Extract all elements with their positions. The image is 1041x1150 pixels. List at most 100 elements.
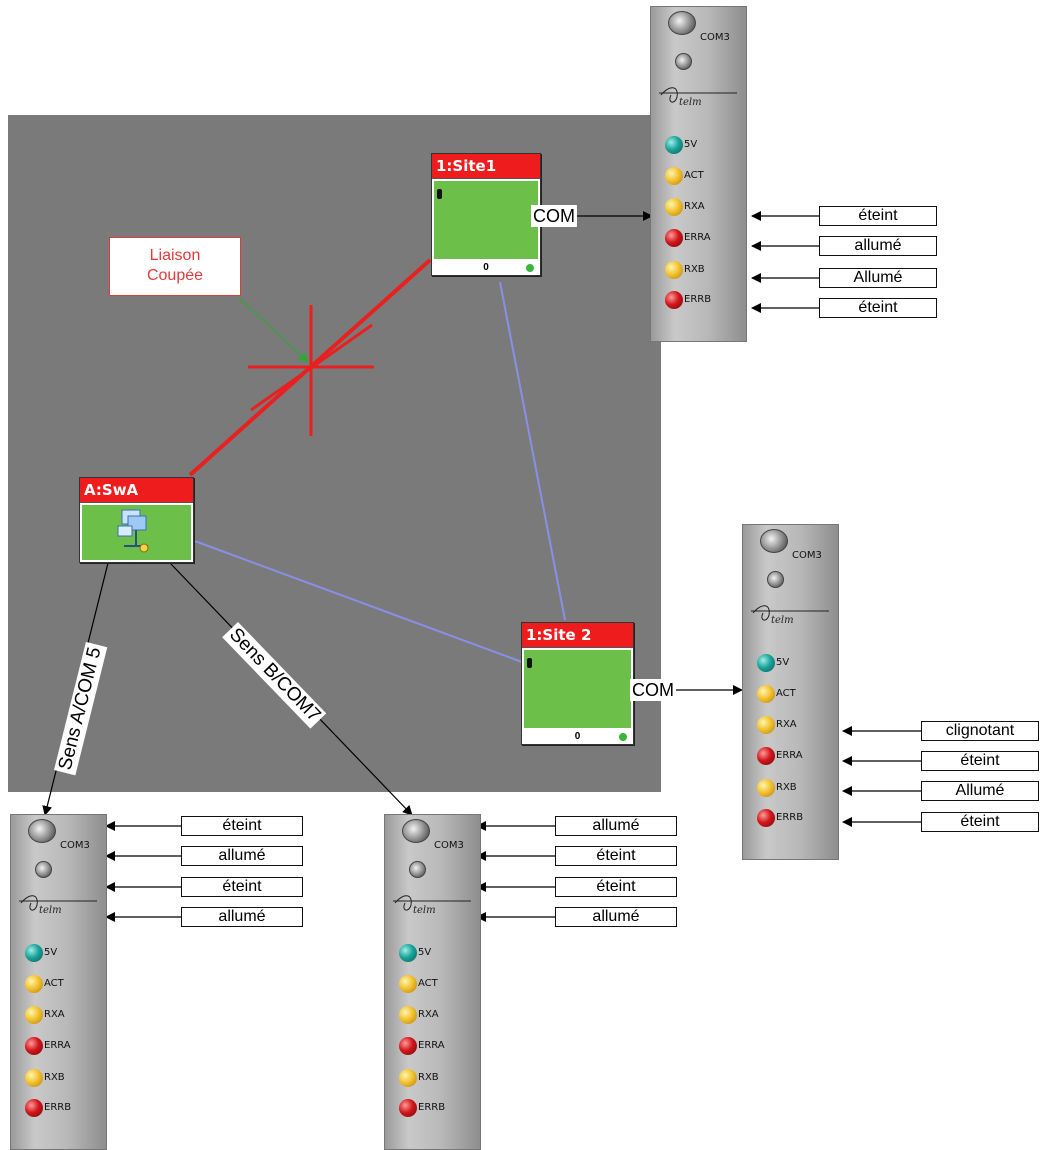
led-label: RXB — [418, 1072, 439, 1083]
led-label: ACT — [776, 688, 796, 699]
status-box-site1-rxb: Allumé — [819, 268, 937, 288]
led-label: ERRA — [418, 1040, 445, 1051]
led-label: 5V — [684, 139, 698, 150]
module-title: COM3 — [60, 840, 90, 851]
knob-icon — [409, 861, 426, 878]
status-box-site2-rxa: clignotant — [921, 721, 1039, 741]
screw-icon — [28, 819, 56, 843]
led-rxb-icon — [25, 1069, 43, 1087]
node-site2[interactable]: 1:Site 2 0 — [521, 622, 634, 745]
cut-link-annotation: Liaison Coupée — [109, 237, 241, 296]
led-label: ERRB — [418, 1102, 446, 1113]
node-site2-title: 1:Site 2 — [522, 623, 633, 648]
node-marker — [437, 189, 442, 199]
status-box-sens-a-rxa: éteint — [181, 816, 303, 836]
led-5v-icon — [25, 944, 43, 962]
com-label-site1: COM — [531, 205, 577, 227]
status-box-sens-b-erra: éteint — [555, 846, 677, 866]
led-label: 5V — [776, 657, 790, 668]
status-box-site2-errb: éteint — [921, 812, 1039, 832]
knob-icon — [675, 53, 692, 70]
led-rxa-icon — [665, 198, 683, 216]
annotation-arrow — [237, 296, 309, 363]
led-rxb-icon — [665, 261, 683, 279]
led-rxa-icon — [757, 716, 775, 734]
svg-text:telm: telm — [679, 97, 702, 107]
status-box-site1-errb: éteint — [819, 298, 937, 318]
svg-text:telm: telm — [771, 615, 794, 625]
led-label: ERRA — [44, 1040, 71, 1051]
led-errb-icon — [665, 291, 683, 309]
com-label-site2: COM — [630, 679, 676, 701]
led-rxb-icon — [399, 1069, 417, 1087]
svg-text:telm: telm — [39, 905, 62, 915]
led-act-icon — [757, 685, 775, 703]
status-box-sens-a-rxb: éteint — [181, 877, 303, 897]
led-label: ERRB — [684, 294, 712, 305]
node-switch-title: A:SwA — [80, 478, 193, 503]
led-label: RXB — [44, 1072, 65, 1083]
led-label: ERRA — [684, 232, 711, 243]
node-site1-body — [434, 181, 538, 259]
module-title: COM3 — [792, 550, 822, 561]
led-erra-icon — [399, 1037, 417, 1055]
led-label: 5V — [44, 947, 58, 958]
led-act-icon — [399, 975, 417, 993]
node-site2-body — [524, 650, 631, 728]
led-label: ERRB — [44, 1102, 72, 1113]
led-errb-icon — [399, 1099, 417, 1117]
status-arrows-site2 — [842, 726, 922, 827]
led-erra-icon — [665, 229, 683, 247]
led-5v-icon — [757, 654, 775, 672]
led-label: ACT — [684, 170, 704, 181]
led-label: ERRA — [776, 750, 803, 761]
led-errb-icon — [25, 1099, 43, 1117]
led-rxa-icon — [399, 1006, 417, 1024]
status-box-sens-a-errb: allumé — [181, 907, 303, 927]
status-dot-icon — [619, 733, 627, 741]
module-title: COM3 — [434, 840, 464, 851]
node-site2-counter: 0 — [522, 730, 633, 744]
node-site1[interactable]: 1:Site1 0 — [431, 153, 541, 276]
led-label: RXA — [776, 719, 797, 730]
led-label: ERRB — [776, 812, 804, 823]
screw-icon — [402, 819, 430, 843]
node-marker — [527, 658, 532, 668]
led-errb-icon — [757, 809, 775, 827]
knob-icon — [35, 861, 52, 878]
status-box-site2-erra: éteint — [921, 751, 1039, 771]
status-box-sens-a-erra: allumé — [181, 846, 303, 866]
status-box-sens-b-errb: allumé — [555, 907, 677, 927]
telm-logo-icon: telm — [659, 87, 737, 107]
status-arrows-sens-a — [105, 821, 182, 922]
status-box-site1-erra: allumé — [819, 236, 937, 256]
status-box-sens-b-rxa: allumé — [555, 816, 677, 836]
cut-cross-mark — [248, 305, 374, 436]
node-switch-body — [82, 505, 191, 560]
status-box-site1-rxa: éteint — [819, 206, 937, 226]
node-site1-counter: 0 — [432, 261, 540, 275]
led-rxb-icon — [757, 779, 775, 797]
screw-icon — [760, 529, 788, 553]
com3-module-site2: COM3 telm 5V ACT RXA ERRA RXB ERRB — [742, 524, 839, 860]
svg-text:telm: telm — [413, 905, 436, 915]
screw-icon — [668, 11, 696, 35]
telm-logo-icon: telm — [19, 895, 97, 915]
led-act-icon — [665, 167, 683, 185]
status-arrows-site1 — [751, 211, 820, 313]
led-label: RXB — [684, 264, 705, 275]
led-label: RXB — [776, 782, 797, 793]
led-5v-icon — [665, 136, 683, 154]
node-site1-title: 1:Site1 — [432, 154, 540, 179]
led-erra-icon — [25, 1037, 43, 1055]
led-label: ACT — [418, 978, 438, 989]
status-dot-icon — [526, 264, 534, 272]
status-box-sens-b-rxb: éteint — [555, 877, 677, 897]
led-rxa-icon — [25, 1006, 43, 1024]
module-title: COM3 — [700, 32, 730, 43]
node-switch[interactable]: A:SwA — [79, 477, 194, 563]
led-act-icon — [25, 975, 43, 993]
